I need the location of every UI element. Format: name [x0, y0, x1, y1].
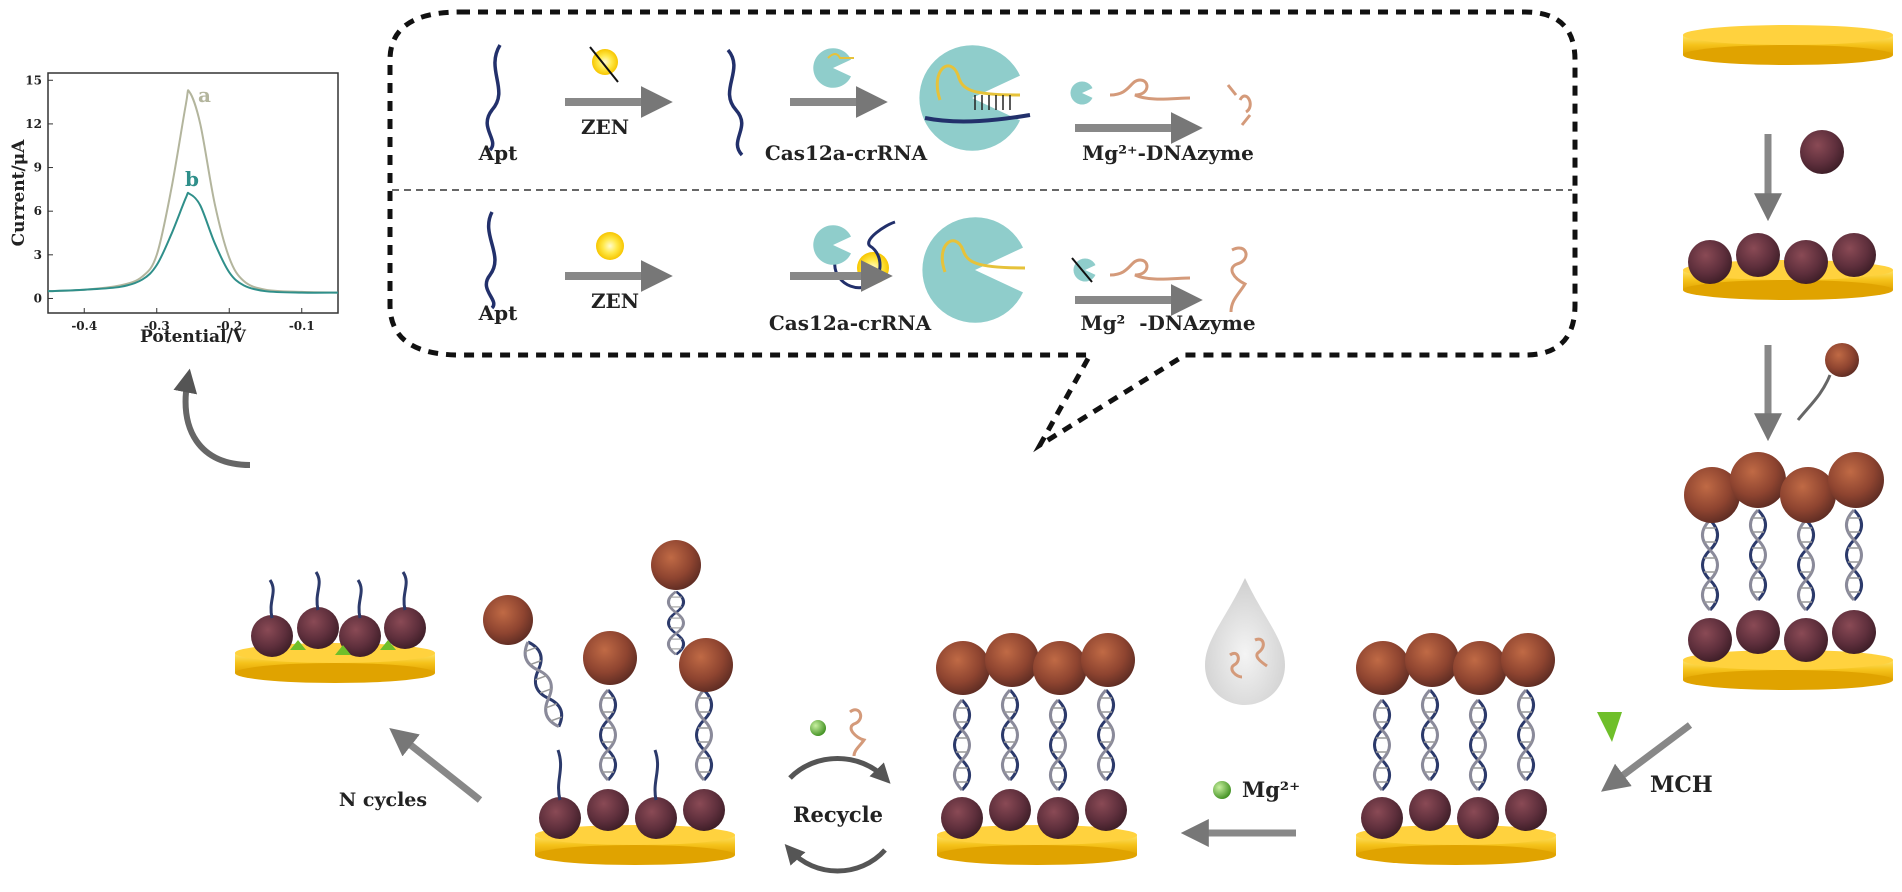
apt-label: Apt — [478, 141, 519, 165]
bubble-row-2: Apt ZEN Cas12a-crRNA Mg² -DNAzyme — [478, 211, 1256, 335]
target-dna — [924, 113, 1031, 124]
bubble-row-1: Apt ZEN Cas12a-crRNA Mg²⁺-DNAzyme — [478, 44, 1254, 165]
electrode-final — [235, 571, 435, 683]
return-arrow — [173, 368, 251, 468]
arrow-n-cycles — [389, 728, 483, 803]
mg-label-row2: Mg² -DNAzyme — [1080, 311, 1255, 335]
x-tick-label: -0.2 — [216, 319, 242, 333]
dpv-plot: 0 3 6 9 12 15 -0.4 -0.3 -0.2 -0.1 a b Current/μA… — [9, 72, 339, 347]
plot-frame — [47, 72, 339, 314]
cleaved-fragments — [1226, 84, 1252, 126]
nanoparticle-add — [1800, 130, 1844, 174]
crrna-hairpin — [935, 64, 1021, 101]
electrode-mch — [1356, 633, 1556, 865]
recycle-arrow-bottom — [784, 844, 887, 874]
mg-ion-label: Mg²⁺ — [1242, 777, 1300, 802]
base-pairs — [974, 95, 1011, 110]
curve-a — [47, 89, 339, 294]
blocked-slash — [589, 46, 619, 83]
cas-label-row2: Cas12a-crRNA — [769, 311, 932, 335]
curve-a-label: a — [198, 83, 211, 107]
y-axis-label: Current/μA — [9, 139, 29, 246]
intact-dnazyme — [1229, 246, 1248, 313]
sample-droplet — [1205, 578, 1285, 705]
zen-icon-2 — [596, 232, 624, 260]
free-aptamer — [726, 48, 744, 157]
recycle-dnazyme — [849, 708, 867, 757]
inactive-cas12a — [922, 217, 1023, 323]
electrode-middle — [936, 633, 1137, 865]
electrode-assembled — [1683, 452, 1893, 690]
y-tick-label: 3 — [34, 248, 42, 262]
blocked-slash-2 — [1071, 257, 1093, 283]
x-tick-group: -0.4 -0.3 -0.2 -0.1 — [71, 308, 315, 333]
recycle-arrow-top — [788, 756, 891, 784]
y-tick-group: 0 3 6 9 12 15 — [25, 73, 53, 305]
aptamer-strand-2 — [484, 211, 497, 310]
y-tick-label: 12 — [25, 117, 42, 131]
crrna-hairpin-2 — [940, 239, 1026, 273]
zen-label: ZEN — [581, 115, 629, 139]
y-tick-label: 0 — [34, 291, 42, 305]
cas12a-mini-icon — [1070, 81, 1093, 105]
curve-b — [47, 191, 339, 294]
droplet-dnazyme — [1229, 637, 1268, 679]
y-tick-label: 15 — [25, 73, 42, 87]
cas12a-icon-2 — [813, 225, 851, 265]
crrna-small — [827, 53, 854, 59]
recycle-label: Recycle — [793, 802, 883, 827]
released-probe-2 — [651, 540, 701, 656]
y-tick-label: 6 — [34, 204, 42, 218]
speech-bubble — [387, 9, 1578, 453]
cas12a-mini-icon-2 — [1073, 258, 1096, 282]
zen-icon — [592, 49, 618, 75]
n-cycles-label: N cycles — [339, 789, 427, 811]
mg-ion-icon — [1213, 781, 1231, 799]
dnazyme-strand-2 — [1109, 258, 1191, 281]
mch-label: MCH — [1650, 772, 1713, 798]
mch-triangle — [1597, 712, 1622, 742]
mg-ion-recycle — [810, 720, 826, 736]
np-probe — [1825, 343, 1859, 377]
probe-helix — [1796, 374, 1832, 421]
dnazyme-strand — [1109, 78, 1191, 101]
aptamer-strand — [485, 44, 502, 152]
zen-label-2: ZEN — [591, 289, 639, 313]
cas-label-row1: Cas12a-crRNA — [765, 141, 928, 165]
active-cas12a — [919, 45, 1020, 151]
x-axis-label: Potential/V — [140, 327, 247, 347]
x-tick-label: -0.4 — [71, 319, 97, 333]
arrow-mch — [1601, 722, 1693, 792]
electrode-bare — [1683, 25, 1893, 65]
x-tick-label: -0.3 — [144, 319, 170, 333]
electrode-release — [535, 631, 735, 865]
x-tick-label: -0.1 — [289, 319, 315, 333]
electrode-np-layer — [1683, 233, 1893, 300]
curve-b-label: b — [185, 167, 199, 191]
apt-label-2: Apt — [478, 301, 519, 325]
y-tick-label: 9 — [34, 161, 42, 175]
mg-label-row1: Mg²⁺-DNAzyme — [1082, 141, 1254, 165]
released-probe-1 — [483, 595, 568, 731]
